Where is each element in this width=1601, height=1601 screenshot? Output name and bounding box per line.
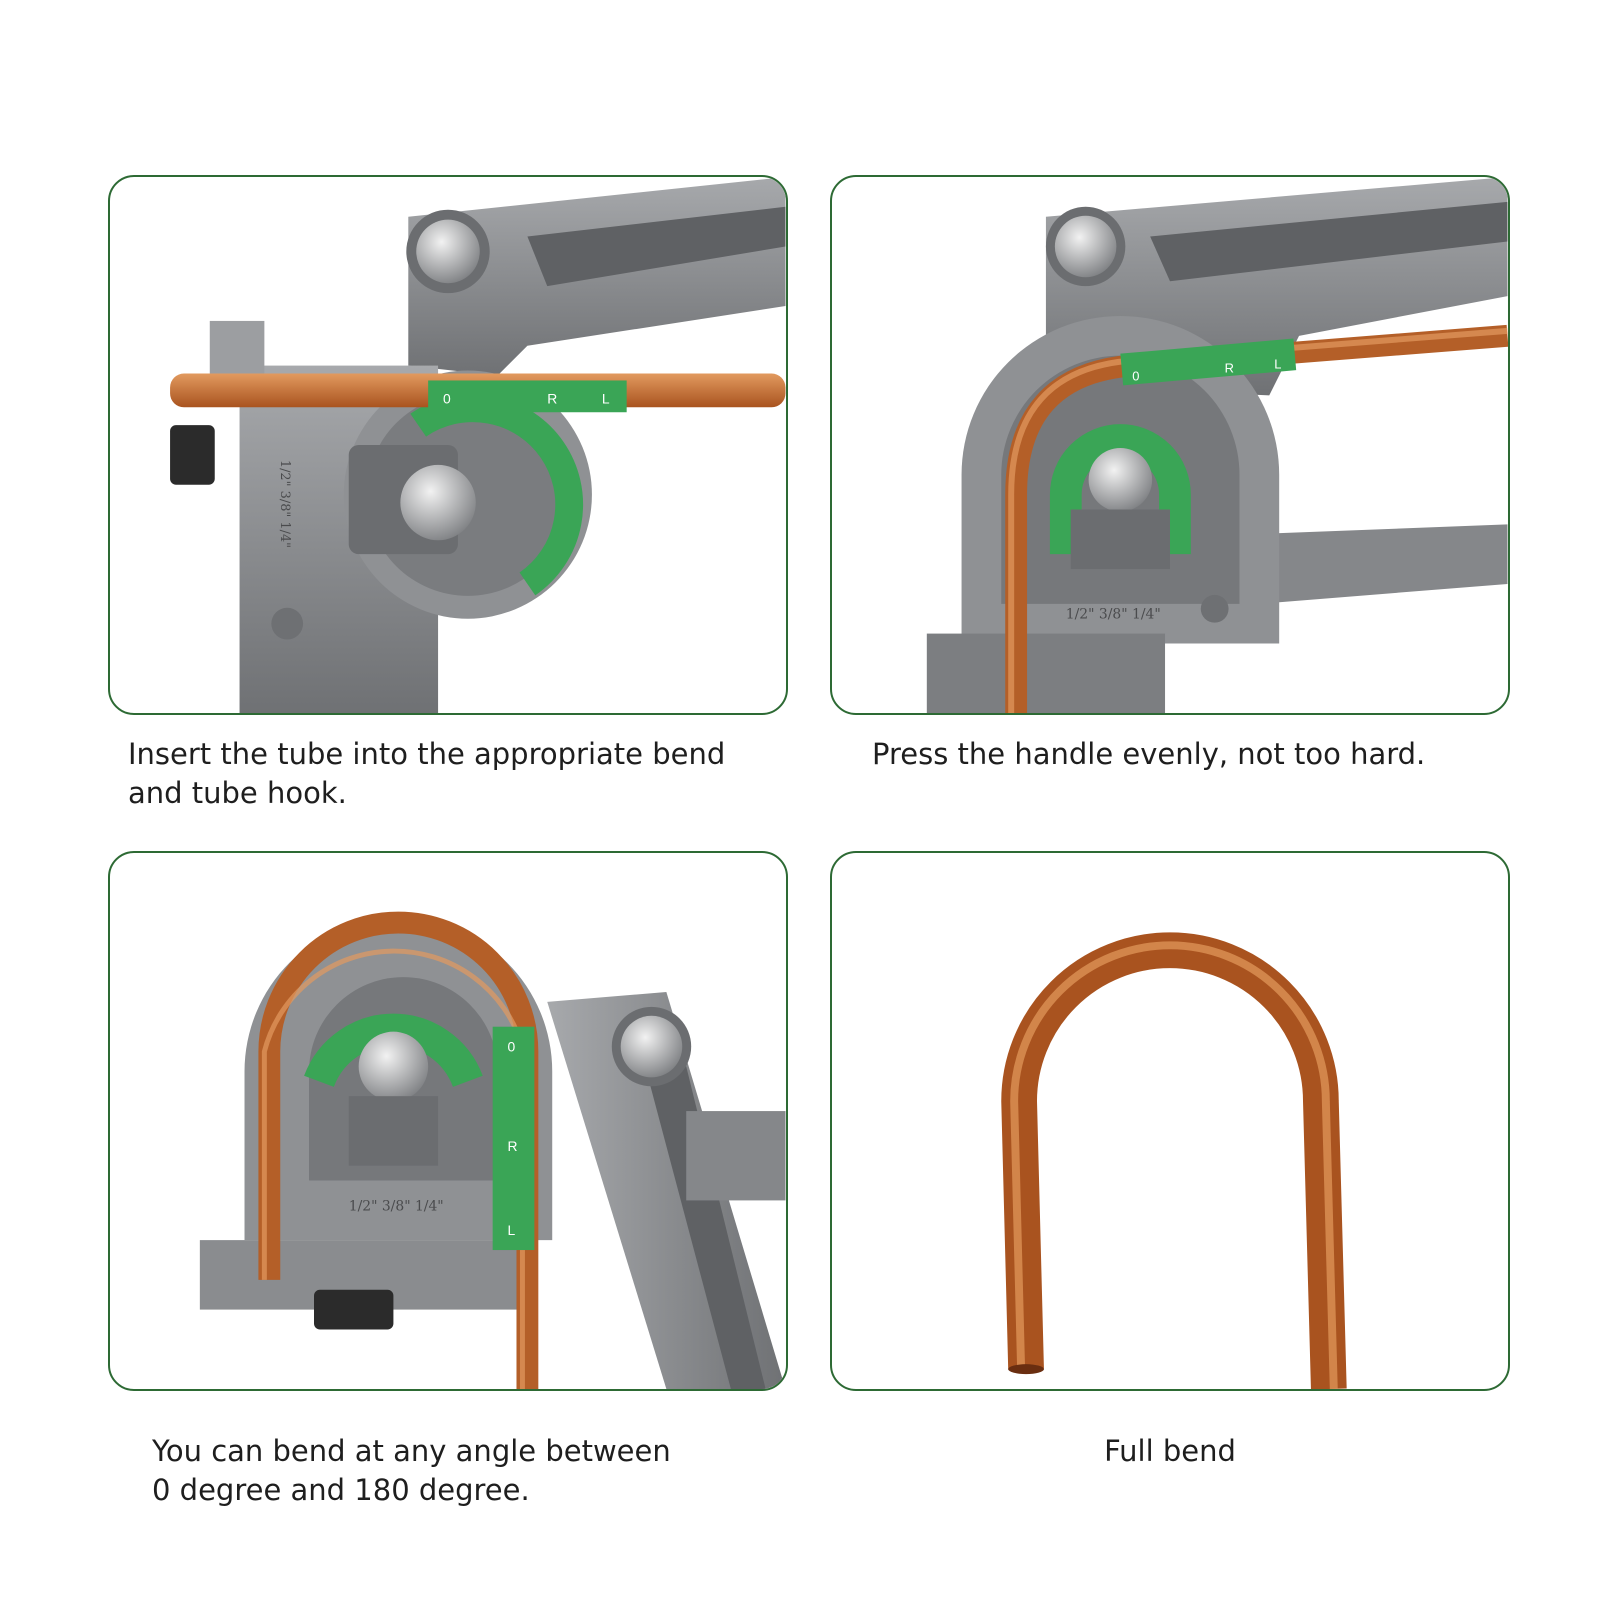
caption-line: Full bend bbox=[1104, 1434, 1236, 1468]
bender-180-degree-illustration: 1/2" 3/8" 1/4" 0 R L bbox=[199, 911, 786, 1389]
scale-label-l: L bbox=[1274, 357, 1281, 372]
finished-u-bend-tube-illustration bbox=[1001, 932, 1347, 1389]
step-3-caption: You can bend at any angle between 0 degr… bbox=[152, 1432, 792, 1510]
scale-label-l: L bbox=[508, 1222, 516, 1238]
caption-line: Press the handle evenly, not too hard. bbox=[872, 737, 1426, 771]
scale-label-r: R bbox=[508, 1138, 518, 1154]
step-3-photo-panel: 1/2" 3/8" 1/4" 0 R L bbox=[108, 851, 788, 1391]
step-4-caption: Full bend bbox=[830, 1432, 1510, 1471]
scale-label-r: R bbox=[547, 390, 557, 406]
step-4-photo-panel bbox=[830, 851, 1510, 1391]
caption-line: Insert the tube into the appropriate ben… bbox=[128, 737, 726, 771]
step-1-photo-panel: 0 R L 1/2" 3/8" 1/4" bbox=[108, 175, 788, 715]
scale-label-0: 0 bbox=[508, 1039, 516, 1055]
scale-label-0: 0 bbox=[1132, 368, 1139, 383]
scale-label-0: 0 bbox=[443, 390, 451, 406]
size-markings: 1/2" 3/8" 1/4" bbox=[1066, 607, 1161, 623]
size-markings: 1/2" 3/8" 1/4" bbox=[277, 460, 292, 548]
bender-handle-pressed-illustration: 1/2" 3/8" 1/4" 0 R L bbox=[926, 177, 1508, 713]
scale-label-r: R bbox=[1225, 361, 1234, 376]
step-1-caption: Insert the tube into the appropriate ben… bbox=[128, 735, 768, 813]
size-markings: 1/2" 3/8" 1/4" bbox=[349, 1198, 444, 1214]
step-2-caption: Press the handle evenly, not too hard. bbox=[872, 735, 1512, 774]
step-2-photo-panel: 1/2" 3/8" 1/4" 0 R L bbox=[830, 175, 1510, 715]
scale-label-l: L bbox=[602, 390, 610, 406]
caption-line: and tube hook. bbox=[128, 776, 347, 810]
caption-line: 0 degree and 180 degree. bbox=[152, 1473, 530, 1507]
caption-line: You can bend at any angle between bbox=[152, 1434, 671, 1468]
bender-tube-inserted-illustration: 0 R L 1/2" 3/8" 1/4" bbox=[170, 177, 786, 713]
